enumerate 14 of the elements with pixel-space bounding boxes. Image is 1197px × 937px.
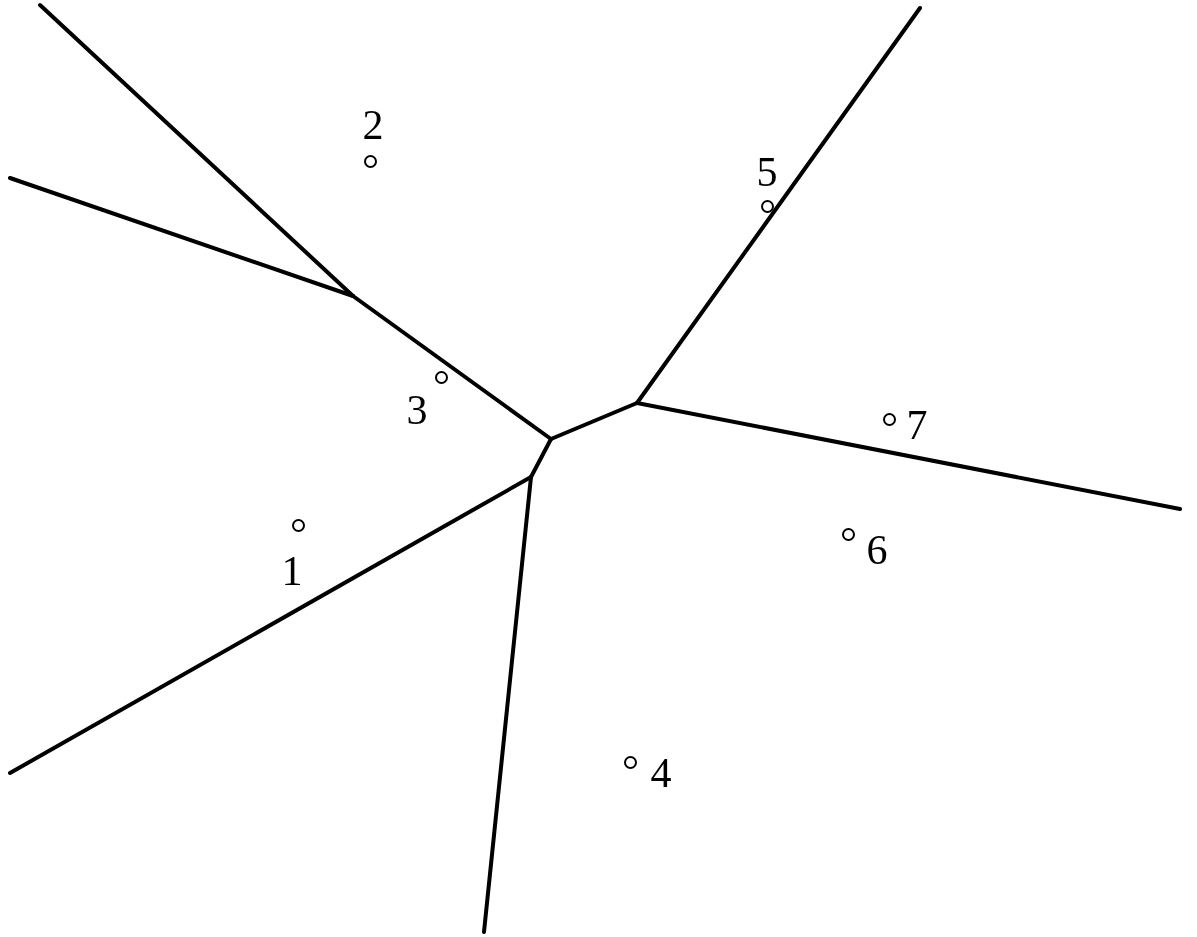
- point-label: 3: [406, 389, 428, 431]
- point-label: 6: [866, 529, 888, 571]
- point-marker: [841, 527, 855, 541]
- point-marker: [623, 755, 637, 769]
- point-marker: [882, 412, 896, 426]
- point-label: 4: [650, 752, 672, 794]
- point-label: 1: [281, 550, 303, 592]
- point-label: 5: [756, 151, 778, 193]
- point-marker: [291, 518, 305, 532]
- point-marker: [363, 154, 377, 168]
- point-label: 2: [362, 104, 384, 146]
- point-marker: [760, 199, 774, 213]
- point-marker: [434, 370, 448, 384]
- point-label: 7: [906, 404, 928, 446]
